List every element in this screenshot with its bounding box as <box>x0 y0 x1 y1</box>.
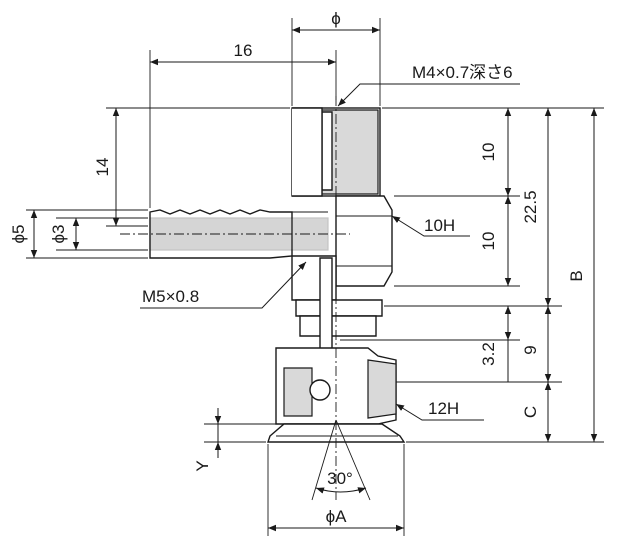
label-22-5: 22.5 <box>521 190 540 223</box>
label-phi5: ϕ5 <box>9 225 28 244</box>
upper-block-face <box>292 107 323 197</box>
leader-m4 <box>337 83 520 107</box>
label-10h: 10H <box>424 216 455 235</box>
label-16: 16 <box>234 41 253 60</box>
label-b: B <box>567 270 586 281</box>
part-body <box>149 107 406 443</box>
label-9: 9 <box>521 345 540 354</box>
label-10-lower: 10 <box>479 232 498 251</box>
hex-nut-10h <box>335 195 393 287</box>
label-phi3: ϕ3 <box>49 225 68 244</box>
label-y: Y <box>193 460 212 471</box>
label-3-2: 3.2 <box>479 342 498 366</box>
hose-barb <box>149 209 293 259</box>
hex-section-right <box>367 359 397 419</box>
dim-angle-30 <box>315 487 367 494</box>
ball <box>309 379 331 401</box>
upper-bore <box>321 111 333 191</box>
label-14: 14 <box>93 158 112 177</box>
barb-bore <box>149 217 329 251</box>
label-phi-a: ϕA <box>326 507 348 526</box>
label-phi-top: ϕ <box>331 9 341 28</box>
lower-collar <box>295 299 383 317</box>
leader-10h <box>391 215 470 237</box>
label-12h: 12H <box>428 399 459 418</box>
leader-m5 <box>140 261 307 309</box>
lower-collar-2 <box>299 315 377 337</box>
hex-section-left <box>283 367 313 417</box>
label-30-deg: 30° <box>327 469 353 488</box>
label-m4-thread: M4×0.7深さ6 <box>412 63 513 82</box>
label-m5-thread: M5×0.8 <box>142 287 199 306</box>
leader-12h <box>395 403 484 421</box>
label-10-upper: 10 <box>479 143 498 162</box>
label-c: C <box>521 406 540 418</box>
